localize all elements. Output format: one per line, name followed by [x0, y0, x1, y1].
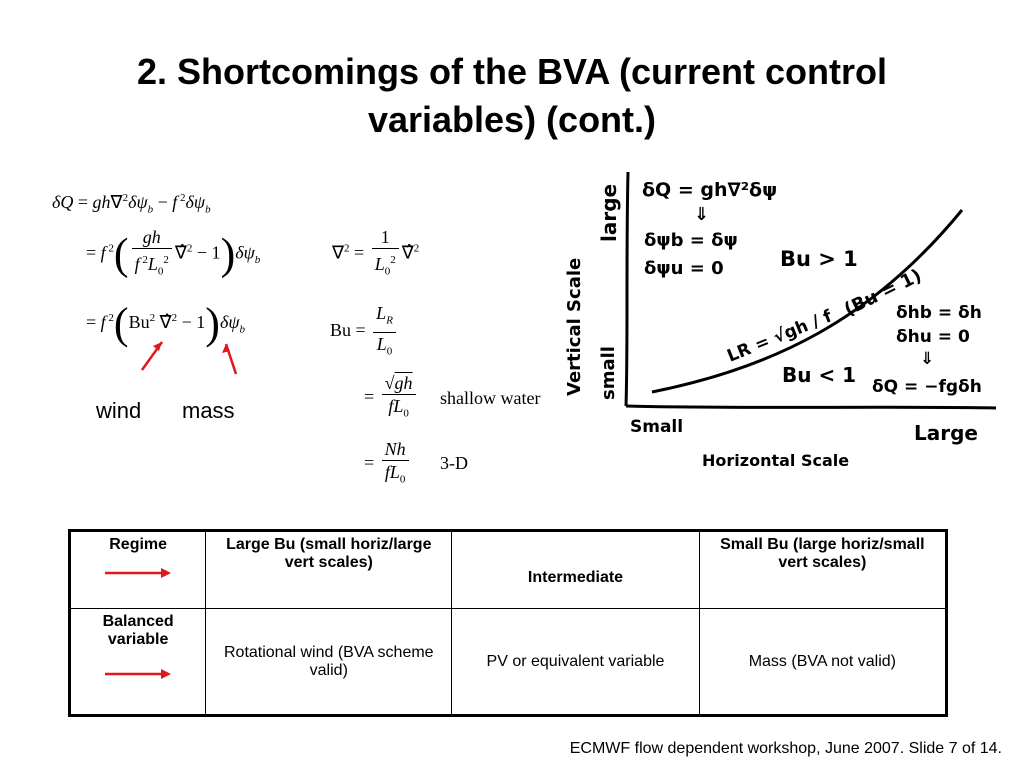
sketch-y-axis	[624, 171, 630, 407]
table-header-cell: Regime	[109, 536, 168, 553]
sketch-y-axis-title: Vertical Scale	[564, 258, 585, 396]
equation-dq: δQ = gh∇2δψb − f 2δψb	[52, 192, 211, 216]
slide-title-line2: variables) (cont.)	[367, 99, 657, 140]
sketch-note-right2: δhu = 0	[896, 327, 970, 347]
table-header-regime: Regime	[68, 530, 207, 609]
sketch-bu-lt-1: Bu < 1	[782, 363, 856, 387]
sketch-x-axis	[625, 404, 997, 410]
sketch-bu-gt-1: Bu > 1	[780, 247, 858, 271]
sketch-x-large: Large	[914, 421, 978, 445]
table-row: Balanced variable Rotational wind (BVA s…	[68, 608, 948, 716]
right-arrow-icon	[105, 669, 172, 679]
three-d-label: 3-D	[440, 453, 468, 473]
sketch-note-top2: ⇓	[694, 204, 709, 225]
wind-arrow-head-icon	[153, 342, 162, 351]
table-header-row: Regime Large Bu (small horiz/large vert …	[68, 530, 948, 609]
slide-title: 2. Shortcomings of the BVA (current cont…	[0, 48, 1024, 144]
sketch-y-large: large	[597, 184, 621, 242]
table-header-large-bu: Large Bu (small horiz/large vert scales)	[205, 530, 453, 609]
table-header-small-bu: Small Bu (large horiz/small vert scales)	[698, 530, 948, 609]
sketch-note-right1: δhb = δh	[896, 303, 982, 323]
sketch-note-top1: δQ = gh∇²δψ	[642, 179, 777, 201]
regime-sketch: Vertical Scale small large Small Large H…	[564, 171, 997, 470]
sketch-note-right4: δQ = −fgδh	[872, 377, 982, 397]
sketch-y-small: small	[598, 346, 619, 400]
table-header-intermediate: Intermediate	[451, 530, 700, 609]
sketch-note-right3: ⇓	[920, 349, 934, 369]
sketch-bu1-curve	[651, 209, 964, 394]
shallow-water-label: shallow water	[440, 388, 541, 408]
table-row-label: Balanced variable	[68, 608, 207, 716]
sketch-x-axis-title: Horizontal Scale	[702, 451, 849, 470]
slide-footer: ECMWF flow dependent workshop, June 2007…	[569, 740, 1002, 757]
sketch-note-top4: δψu = 0	[644, 258, 724, 279]
table-cell-rotational-wind: Rotational wind (BVA scheme valid)	[205, 608, 453, 716]
slide-title-line1: 2. Shortcomings of the BVA (current cont…	[136, 51, 888, 92]
regime-table: Regime Large Bu (small horiz/large vert …	[68, 529, 948, 717]
wind-label: wind	[96, 398, 142, 423]
row-label-text: Balanced variable	[102, 613, 174, 648]
table-cell-pv: PV or equivalent variable	[451, 608, 700, 716]
mass-arrow-head-icon	[222, 344, 230, 353]
sketch-note-top3: δψb = δψ	[644, 230, 738, 251]
table-cell-mass: Mass (BVA not valid)	[698, 608, 948, 716]
sketch-lr-label: LR = √gh / f	[724, 306, 835, 366]
wind-mass-arrows	[140, 341, 238, 375]
mass-label: mass	[182, 398, 235, 423]
sketch-x-small: Small	[630, 417, 683, 437]
right-arrow-icon	[105, 568, 172, 578]
equation-bu-form: = f 2(Bu2 ∇̂2 − 1)δψb	[86, 299, 245, 348]
